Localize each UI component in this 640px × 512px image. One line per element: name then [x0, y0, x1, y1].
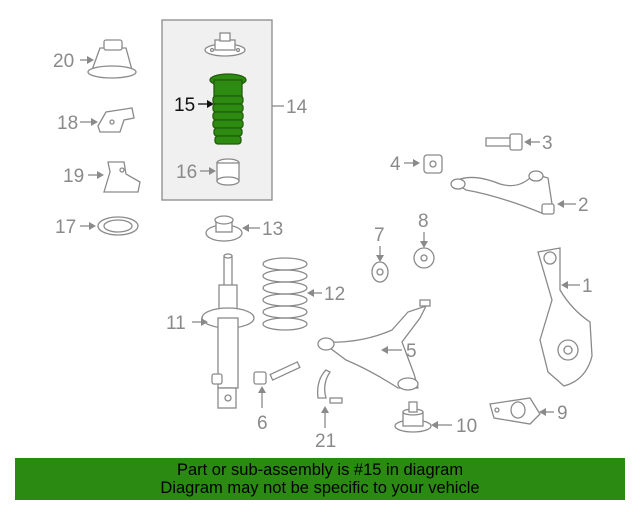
callout-6: 6: [257, 413, 268, 434]
upper-control-arm-part-2: [450, 170, 555, 215]
bracket-part-19: [103, 161, 141, 193]
leader-2: [557, 200, 576, 208]
callout-5: 5: [406, 341, 417, 362]
mount-part-20: [87, 39, 137, 79]
callout-20: 20: [53, 51, 74, 72]
callout-19: 19: [63, 166, 84, 187]
lower-control-arm-part-5: [317, 299, 431, 391]
leader-20: [80, 56, 94, 64]
callout-7: 7: [374, 225, 385, 246]
leader-16: [200, 167, 216, 175]
leader-8: [420, 232, 428, 248]
knuckle-part-1: [537, 247, 593, 387]
bolt-part-6: [253, 361, 301, 385]
leader-10: [431, 421, 452, 429]
callout-14: 14: [286, 97, 308, 118]
callout-3: 3: [542, 133, 553, 154]
upper-mount-part: [204, 32, 246, 57]
leader-15: [198, 100, 214, 108]
callout-13: 13: [262, 219, 283, 240]
info-banner: Part or sub-assembly is #15 in diagram D…: [15, 458, 625, 500]
leader-17: [80, 222, 96, 230]
coil-spring-part-12: [262, 257, 308, 331]
strut-part-11: [201, 253, 255, 409]
leader-7: [376, 246, 384, 262]
bushing-part-7: [371, 261, 389, 283]
callout-4: 4: [390, 154, 401, 175]
leader-18: [80, 118, 98, 126]
bushing-part-4: [423, 154, 443, 174]
leader-11: [192, 318, 208, 326]
leader-12: [307, 289, 322, 297]
suspension-parts-diagram: 20 18 19 17 15 16 14 13 11 12 6 21 7 8 4…: [53, 19, 593, 452]
spring-seat-part-13: [205, 215, 243, 242]
leader-19: [88, 171, 104, 179]
banner-line-part-highlight: Part or sub-assembly is #15 in diagram: [176, 461, 464, 479]
mount-part-10: [394, 401, 432, 433]
callout-12: 12: [324, 284, 345, 305]
leader-3: [524, 138, 540, 146]
callout-17: 17: [55, 217, 76, 238]
callout-1: 1: [582, 276, 593, 297]
leader-13: [242, 224, 260, 232]
callout-9: 9: [557, 403, 568, 424]
dust-boot-part: [209, 73, 247, 145]
bracket-part-21: [317, 369, 343, 404]
callout-11: 11: [166, 313, 186, 334]
bracket-part-18: [97, 107, 135, 133]
bolt-part-3: [485, 133, 523, 151]
callout-16: 16: [176, 162, 197, 183]
callout-10: 10: [456, 416, 477, 437]
callout-15: 15: [174, 95, 195, 116]
leader-4: [404, 159, 420, 167]
leader-5: [381, 346, 402, 354]
leader-9: [539, 408, 554, 416]
bushing-part-8: [413, 247, 435, 269]
bushing-part-9: [489, 397, 541, 425]
callout-18: 18: [57, 113, 78, 134]
washer-part-17: [97, 216, 139, 236]
banner-line-disclaimer: Diagram may not be specific to your vehi…: [160, 479, 480, 497]
leader-1: [561, 281, 580, 289]
bump-stop-part: [216, 158, 240, 186]
callout-2: 2: [578, 195, 589, 216]
leader-21: [321, 406, 329, 428]
callout-8: 8: [418, 211, 429, 232]
callout-21: 21: [315, 431, 336, 452]
leader-6: [258, 386, 266, 408]
